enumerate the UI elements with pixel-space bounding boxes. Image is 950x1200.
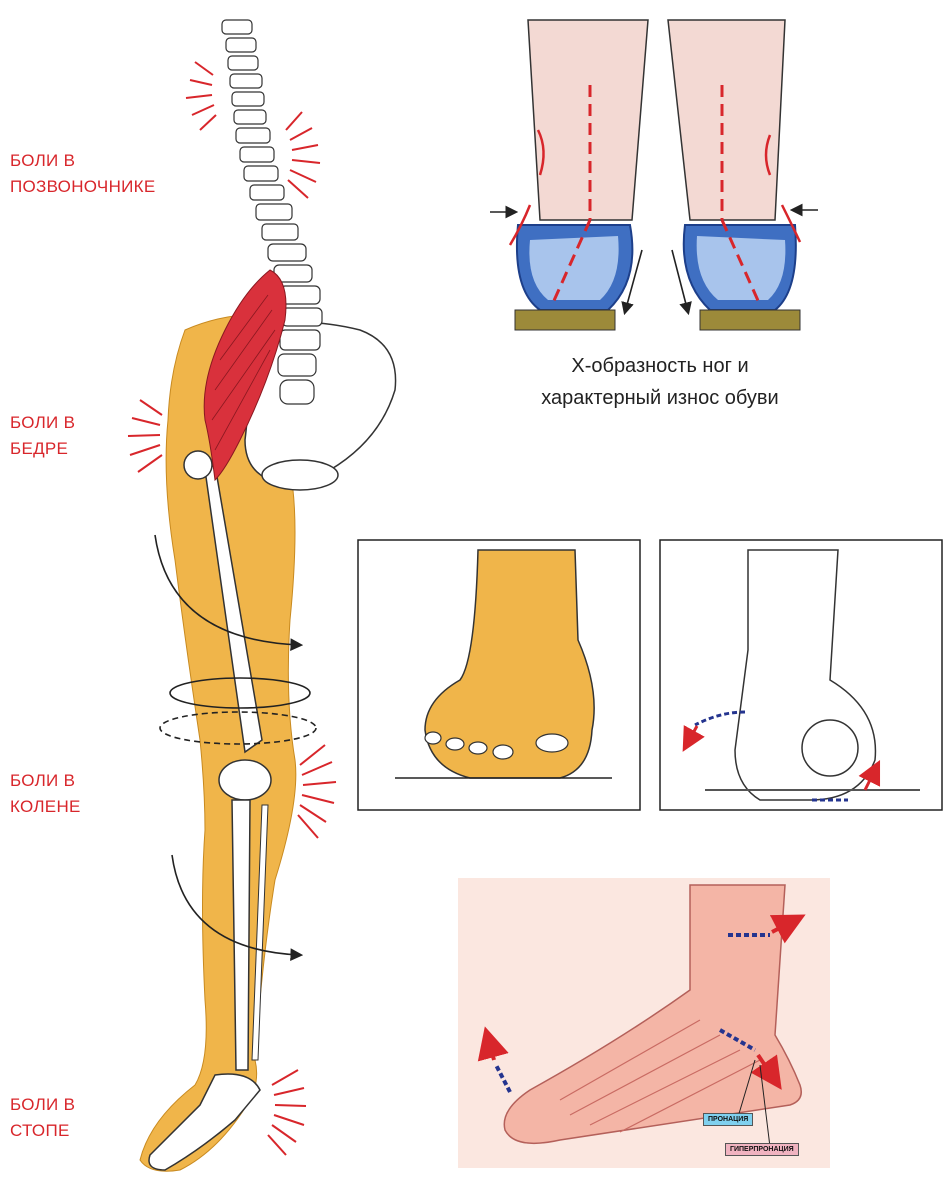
label-spine-pain: БОЛИ В ПОЗВОНОЧНИКЕ xyxy=(10,148,156,200)
rotation-ring-solid xyxy=(169,677,311,709)
foot-anatomy-shape xyxy=(503,884,802,1145)
psoas-muscle xyxy=(203,269,287,482)
caption-line1: Х-образность ног и xyxy=(571,355,749,377)
ankle-panel xyxy=(659,539,943,811)
label-hip-pain: БОЛИ В БЕДРЕ xyxy=(10,410,75,462)
pain-burst-foot xyxy=(267,1069,307,1156)
x-legs-shoes-illustration xyxy=(490,19,818,331)
leg-skeleton-illustration xyxy=(127,19,397,1172)
label-hip-line2: БЕДРЕ xyxy=(10,439,69,458)
left-lower-leg xyxy=(527,19,649,221)
knee-joint xyxy=(218,759,272,801)
pain-burst-knee xyxy=(297,744,337,839)
tibia-bone xyxy=(231,799,251,1071)
label-hip-line1: БОЛИ В xyxy=(10,413,76,432)
label-foot-line1: БОЛИ В xyxy=(10,1095,76,1114)
pubic-bone xyxy=(261,459,339,491)
pain-burst-hip xyxy=(127,399,163,473)
toes-panel xyxy=(357,539,641,811)
left-shoe-inner xyxy=(529,236,619,300)
label-spine-line2: ПОЗВОНОЧНИКЕ xyxy=(10,177,156,196)
caption-line2: характерный износ обуви xyxy=(541,387,779,409)
spine-vertebrae xyxy=(221,19,323,405)
foot-anatomy-illustration xyxy=(458,878,830,1168)
foot-front-view xyxy=(424,549,595,779)
label-foot-pain: БОЛИ В СТОПЕ xyxy=(10,1092,75,1144)
label-knee-pain: БОЛИ В КОЛЕНЕ xyxy=(10,768,81,820)
rotation-arrow-thigh xyxy=(154,534,304,652)
fibula-bone xyxy=(251,804,269,1061)
label-foot-line2: СТОПЕ xyxy=(10,1121,70,1140)
left-shoe-sole xyxy=(514,309,616,331)
right-shoe-inner xyxy=(696,236,786,300)
hyperpronation-tag: ГИПЕРПРОНАЦИЯ xyxy=(725,1143,799,1156)
label-knee-line2: КОЛЕНЕ xyxy=(10,797,81,816)
pain-burst-spine xyxy=(185,61,321,199)
pronation-tag: ПРОНАЦИЯ xyxy=(703,1113,754,1126)
label-spine-line1: БОЛИ В xyxy=(10,151,76,170)
label-knee-line1: БОЛИ В xyxy=(10,771,76,790)
x-legs-caption: Х-образность ног и характерный износ обу… xyxy=(470,350,850,414)
toenails xyxy=(424,731,569,760)
right-shoe-sole xyxy=(699,309,801,331)
heel-bone xyxy=(801,719,859,777)
right-lower-leg xyxy=(667,19,786,221)
femur-head xyxy=(183,450,213,480)
rotation-arrow-shin xyxy=(171,854,304,961)
foot-bones xyxy=(148,1073,261,1171)
rotation-ring-dashed xyxy=(159,711,317,745)
